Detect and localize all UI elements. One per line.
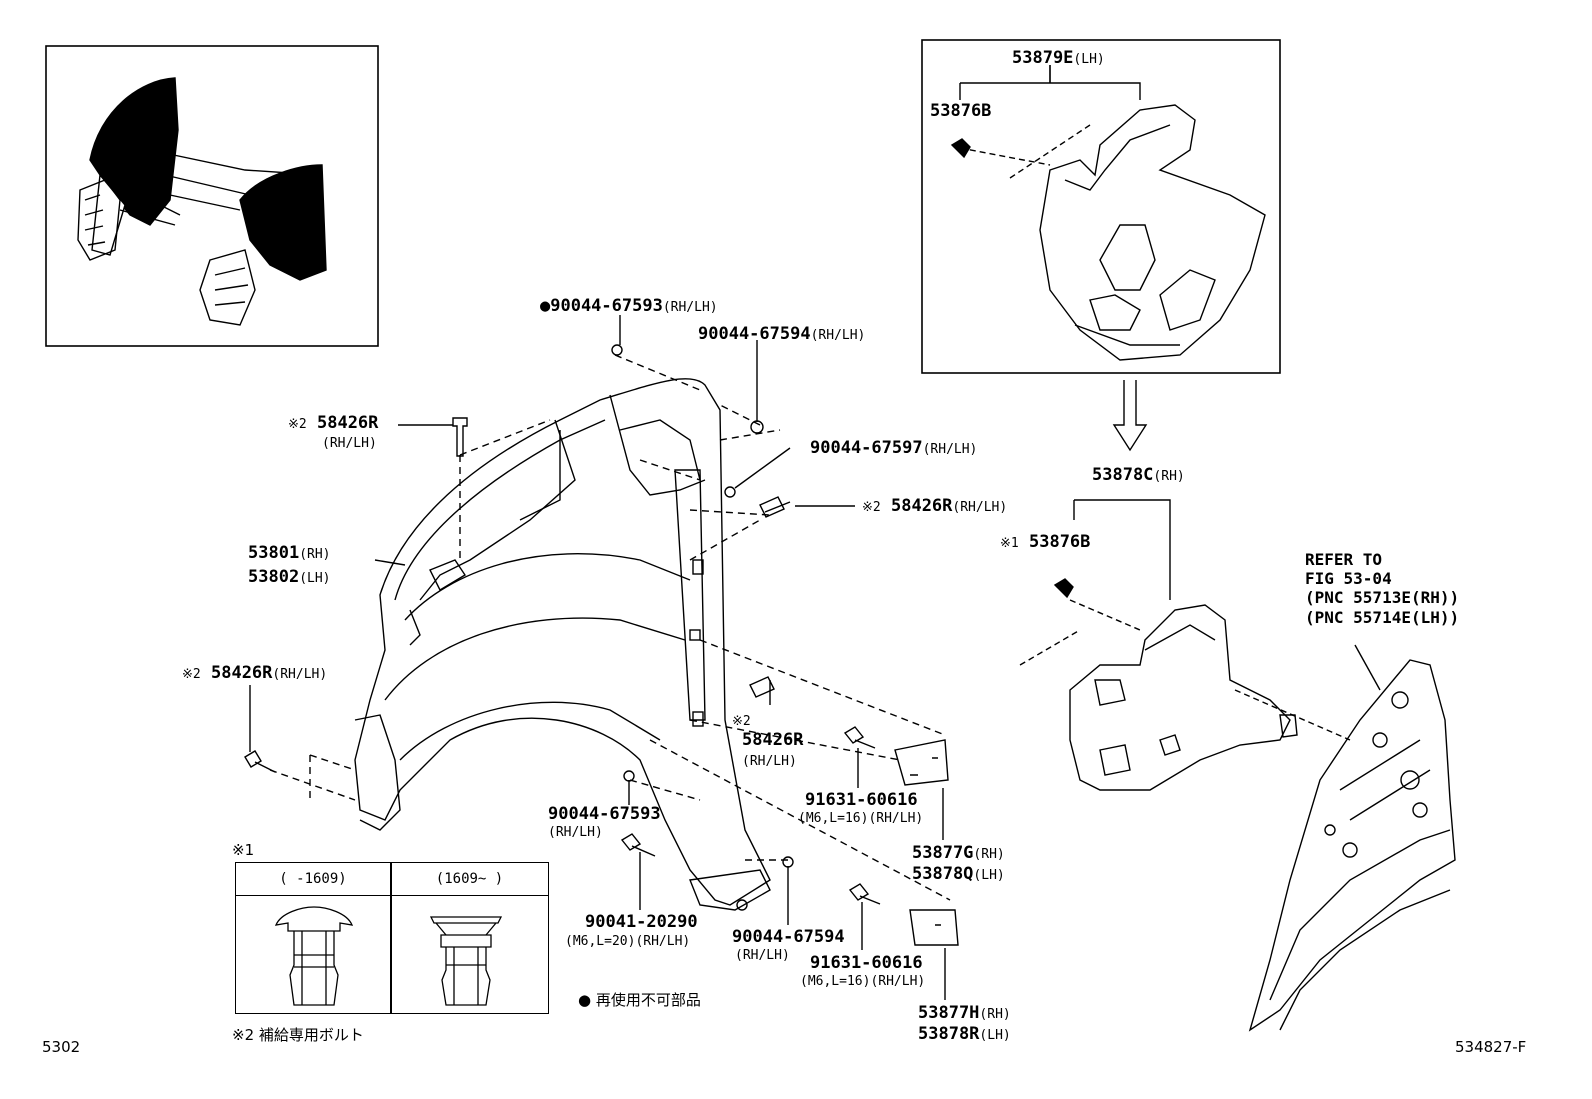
label-58426r-mid-side: (RH/LH) [742, 754, 797, 769]
part-number: 53878Q [912, 864, 974, 884]
label-53879e: 53879E(LH) [1012, 50, 1105, 67]
clip-drawings [274, 906, 503, 1006]
label-53878r: 53878R(LH) [918, 1026, 1011, 1043]
table-divider [390, 863, 392, 1013]
fender-assembly [354, 378, 771, 911]
side-note: (RH) [1153, 469, 1185, 484]
mark: ※2 [288, 417, 307, 432]
label-53877h: 53877H(RH) [918, 1005, 1011, 1022]
label-91631-a-spec: (M6,L=16)(RH/LH) [798, 811, 924, 826]
bracket-53878c [1019, 499, 1351, 791]
label-58426r-mid: 58426R [742, 730, 804, 750]
inner-panel [1248, 644, 1456, 1032]
label-53876b-top: 53876B [930, 101, 992, 121]
label-90044-67593-low: 90044-67593 [548, 804, 661, 824]
part-number: 53801 [248, 543, 300, 563]
label-91631-b: 91631-60616 [810, 953, 923, 973]
mark: ※2 [862, 500, 881, 515]
part-number: 53878C [1092, 465, 1154, 485]
mark: ※1 [1000, 536, 1019, 551]
side-note: (RH) [299, 547, 331, 562]
label-53876b-mid: ※1 53876B [1000, 534, 1090, 551]
label-53877g: 53877G(RH) [912, 845, 1005, 862]
part-number: 90044-67594 [698, 324, 811, 344]
side-note: (RH/LH) [952, 500, 1008, 515]
label-58426r-mid-mark: ※2 [732, 712, 751, 729]
label-53878c: 53878C(RH) [1092, 467, 1185, 484]
label-58426r-right: ※2 58426R(RH/LH) [862, 498, 1007, 515]
side-note: (RH/LH) [662, 300, 718, 315]
part-number: 53878R [918, 1024, 980, 1044]
label-90044-67594-low-side: (RH/LH) [735, 948, 790, 963]
clip-version-table: ( -1609) (1609~ ) [235, 862, 549, 1014]
guide-lines [269, 354, 951, 901]
clip-old [274, 906, 354, 1006]
label-58426r-left: ※2 58426R(RH/LH) [182, 665, 327, 682]
table-header-early: ( -1609) [236, 863, 391, 896]
table-mark: ※1 [232, 841, 255, 859]
part-number: 53876B [1028, 532, 1091, 552]
table-header-late: (1609~ ) [391, 863, 548, 896]
refer-line-3: (PNC 55713E(RH)) [1305, 588, 1460, 608]
part-number: 58426R [890, 496, 953, 516]
mark: ※2 [732, 714, 751, 729]
illustration-code: 534827-F [1455, 1038, 1527, 1056]
label-91631-b-spec: (M6,L=16)(RH/LH) [800, 974, 926, 989]
side-note: (LH) [979, 1028, 1011, 1043]
label-90044-67594-top: 90044-67594(RH/LH) [698, 326, 865, 343]
leader-lines [249, 65, 1051, 1000]
note-non-reusable: ● 再使用不可部品 [578, 991, 701, 1009]
part-number: 53877H [918, 1003, 980, 1023]
side-note: (RH) [973, 847, 1005, 862]
label-53878q: 53878Q(LH) [912, 866, 1005, 883]
label-90044-67594-low: 90044-67594 [732, 927, 845, 947]
part-number: ●90044-67593 [540, 296, 663, 316]
refer-line-4: (PNC 55714E(LH)) [1305, 607, 1460, 627]
note-service-bolt: ※2 補給専用ボルト [232, 1026, 364, 1044]
label-90041-20290: 90041-20290 [585, 912, 698, 932]
refer-line-2: FIG 53-04 [1305, 569, 1392, 589]
label-90044-67597: 90044-67597(RH/LH) [810, 440, 977, 457]
side-note: (LH) [973, 868, 1005, 883]
label-53802: 53802(LH) [248, 569, 331, 586]
part-number: 58426R [210, 663, 273, 683]
label-91631-a: 91631-60616 [805, 790, 918, 810]
side-note: (RH) [979, 1007, 1011, 1022]
part-number: 90044-67597 [810, 438, 923, 458]
down-arrow [1112, 380, 1148, 452]
label-58426r-top-side: (RH/LH) [322, 436, 377, 451]
part-number: 58426R [316, 413, 379, 433]
part-number: 53802 [248, 567, 300, 587]
side-note: (RH/LH) [272, 667, 328, 682]
refer-note: REFER TO FIG 53-04 (PNC 55713E(RH)) (PNC… [1305, 550, 1459, 627]
page-code: 5302 [42, 1038, 81, 1056]
clip-new [429, 916, 503, 1006]
mark: ※2 [182, 667, 201, 682]
part-number: 53879E [1012, 48, 1074, 68]
label-90044-67593-top: ●90044-67593(RH/LH) [540, 298, 718, 315]
label-58426r-top: ※2 58426R [288, 415, 378, 432]
part-number: 53877G [912, 843, 974, 863]
overview-inset [45, 45, 379, 347]
label-90044-67593-low-side: (RH/LH) [548, 825, 603, 840]
side-note: (RH/LH) [810, 328, 866, 343]
side-note: (LH) [1073, 52, 1105, 67]
side-note: (LH) [299, 571, 331, 586]
label-90041-20290-spec: (M6,L=20)(RH/LH) [565, 934, 691, 949]
fasteners [244, 344, 959, 946]
refer-line-1: REFER TO [1305, 550, 1383, 569]
label-53801: 53801(RH) [248, 545, 331, 562]
side-note: (RH/LH) [922, 442, 978, 457]
inset-53879e [921, 39, 1281, 374]
